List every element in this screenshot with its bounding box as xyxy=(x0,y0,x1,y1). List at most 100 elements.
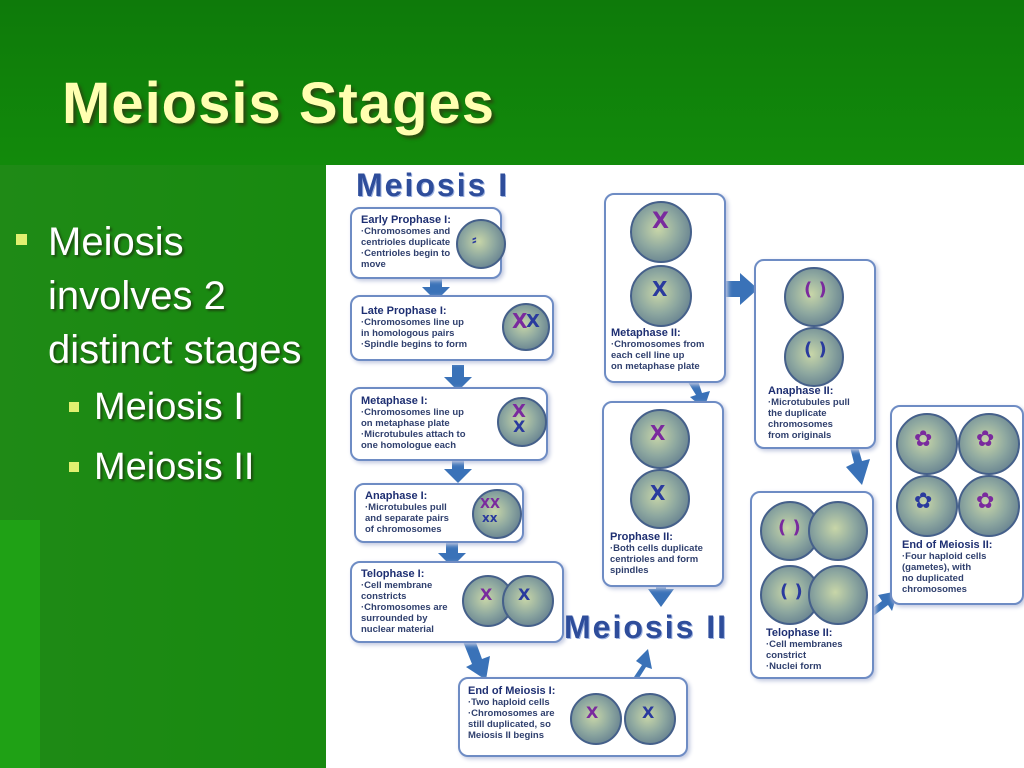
title-band xyxy=(0,0,1024,165)
stage-line: still duplicated, so xyxy=(468,719,551,730)
stage-title: Metaphase II: xyxy=(611,327,681,339)
chromosome-icon: ⸗ xyxy=(472,232,477,248)
stage-line: ·Microtubules pull xyxy=(768,397,850,408)
stage-title: Late Prophase I: xyxy=(361,305,447,317)
stage-line: ·Microtubules pull xyxy=(365,502,447,513)
stage-metaphase2: X X Metaphase II: ·Chromosomes from each… xyxy=(604,193,726,383)
cell-icon xyxy=(808,501,868,561)
stage-line: ·Nuclei form xyxy=(766,661,822,672)
stage-line: ·Spindle begins to form xyxy=(361,339,468,350)
cell-icon xyxy=(502,303,550,351)
stage-line: centrioles duplicate xyxy=(361,237,451,248)
arrow-icon xyxy=(622,649,652,691)
chromosome-icon: X xyxy=(512,401,526,422)
chromosome-icon: X xyxy=(480,585,493,604)
chromosome-icon: ( ) xyxy=(804,339,827,360)
cell-icon xyxy=(808,565,868,625)
arrow-icon xyxy=(846,447,870,485)
stage-line: on metaphase plate xyxy=(611,361,700,372)
stage-telophase1: Telophase I: ·Cell membrane constricts ·… xyxy=(350,561,564,643)
stage-line: ·Chromosomes line up xyxy=(361,317,464,328)
stage-line: surrounded by xyxy=(361,613,428,624)
chromosome-icon: ( ) xyxy=(804,279,827,300)
stage-line: the duplicate xyxy=(768,408,827,419)
chromosome-icon: X xyxy=(650,421,666,445)
chromosome-icon: X xyxy=(513,417,526,436)
stage-line: constrict xyxy=(766,650,807,661)
cell-icon xyxy=(630,469,690,529)
stage-line: ·Chromosomes are xyxy=(468,708,555,719)
arrow-icon xyxy=(648,579,674,607)
arrow-icon xyxy=(422,277,450,301)
stage-line: from originals xyxy=(768,430,832,441)
stage-line: in homologous pairs xyxy=(361,328,455,339)
chromosome-icon: X xyxy=(526,311,540,332)
stage-line: chromosomes xyxy=(768,419,833,430)
cell-icon xyxy=(570,693,622,745)
bullet-text: Meiosis involves 2 distinct stages xyxy=(48,220,302,372)
meiosis1-heading: Meiosis I xyxy=(356,167,510,203)
stage-title: End of Meiosis II: xyxy=(902,539,993,551)
chromosome-icon: X xyxy=(512,309,528,333)
bullet-square-icon xyxy=(69,402,79,412)
stage-telophase2: ( ) ( ) Telophase II: ·Cell membranes co… xyxy=(750,491,874,679)
chromosome-icon: ✿ xyxy=(914,427,933,452)
cell-icon xyxy=(958,475,1020,537)
meiosis2-heading: Meiosis II xyxy=(564,609,729,645)
stage-line: ·Chromosomes are xyxy=(361,602,448,613)
stage-anaphase2: ( ) ( ) Anaphase II: ·Microtubules pull … xyxy=(754,259,876,449)
stage-line: ·Chromosomes and xyxy=(361,226,451,237)
chromosome-icon: ( ) xyxy=(780,581,803,602)
stage-early-prophase1: Early Prophase I: ·Chromosomes and centr… xyxy=(350,207,506,279)
cell-icon xyxy=(896,413,958,475)
chromosome-icon: ✿ xyxy=(976,427,995,452)
arrow-icon xyxy=(462,637,490,680)
stage-line: ·Both cells duplicate xyxy=(610,543,703,554)
stage-line: one homologue each xyxy=(361,440,457,451)
stage-line: move xyxy=(361,259,386,270)
chromosome-icon: ✿ xyxy=(914,489,933,514)
chromosome-icon: X xyxy=(652,209,669,234)
sub-bullet-text: Meiosis I xyxy=(94,386,244,428)
stage-anaphase1: Anaphase I: ·Microtubules pull and separ… xyxy=(354,483,524,543)
stage-line: ·Chromosomes line up xyxy=(361,407,464,418)
stage-title: End of Meiosis I: xyxy=(468,685,556,697)
stage-end-meiosis2: ✿ ✿ ✿ ✿ End of Meiosis II: ·Four haploid… xyxy=(890,405,1024,605)
stage-line: centrioles and form xyxy=(610,554,699,565)
stage-line: Meiosis II begins xyxy=(468,730,545,741)
cell-icon xyxy=(630,265,692,327)
stage-line: ·Two haploid cells xyxy=(468,697,550,708)
stage-line: chromosomes xyxy=(902,584,967,595)
arrow-icon xyxy=(444,365,472,391)
stage-title: Telophase II: xyxy=(766,627,833,639)
stage-line: ·Microtubules attach to xyxy=(361,429,466,440)
stage-line: on metaphase plate xyxy=(361,418,450,429)
stage-line: and separate pairs xyxy=(365,513,449,524)
chromosome-icon: X xyxy=(518,585,531,604)
bullet-item: Meiosis involves 2 distinct stages xyxy=(14,215,314,377)
cell-icon xyxy=(784,327,844,387)
stage-metaphase1: Metaphase I: ·Chromosomes line up on met… xyxy=(350,387,548,461)
cell-icon xyxy=(497,397,547,447)
stage-line: ·Centrioles begin to xyxy=(361,248,451,259)
cell-icon xyxy=(784,267,844,327)
stage-end-meiosis1: End of Meiosis I: ·Two haploid cells ·Ch… xyxy=(458,677,688,757)
diagram-arrows xyxy=(422,273,898,691)
arrow-icon xyxy=(724,273,758,305)
sub-bullet-item: Meiosis II xyxy=(14,437,314,497)
cell-icon xyxy=(896,475,958,537)
stage-prophase2: X X Prophase II: ·Both cells duplicate c… xyxy=(602,401,724,587)
bullet-square-icon xyxy=(16,234,27,245)
stage-line: (gametes), with xyxy=(902,562,972,573)
cell-icon xyxy=(472,489,522,539)
stage-line: ·Chromosomes from xyxy=(611,339,705,350)
stage-title: Metaphase I: xyxy=(361,395,428,407)
bullet-square-icon xyxy=(69,462,79,472)
chromosome-icon: X xyxy=(642,703,655,722)
meiosis-diagram: Meiosis I Early Prophase I: ·Chromosomes… xyxy=(326,165,1024,768)
chromosome-icon: ✿ xyxy=(976,489,995,514)
stage-line: constricts xyxy=(361,591,407,602)
cell-icon xyxy=(624,693,676,745)
stage-line: nuclear material xyxy=(361,624,434,635)
arrow-icon xyxy=(438,541,466,567)
